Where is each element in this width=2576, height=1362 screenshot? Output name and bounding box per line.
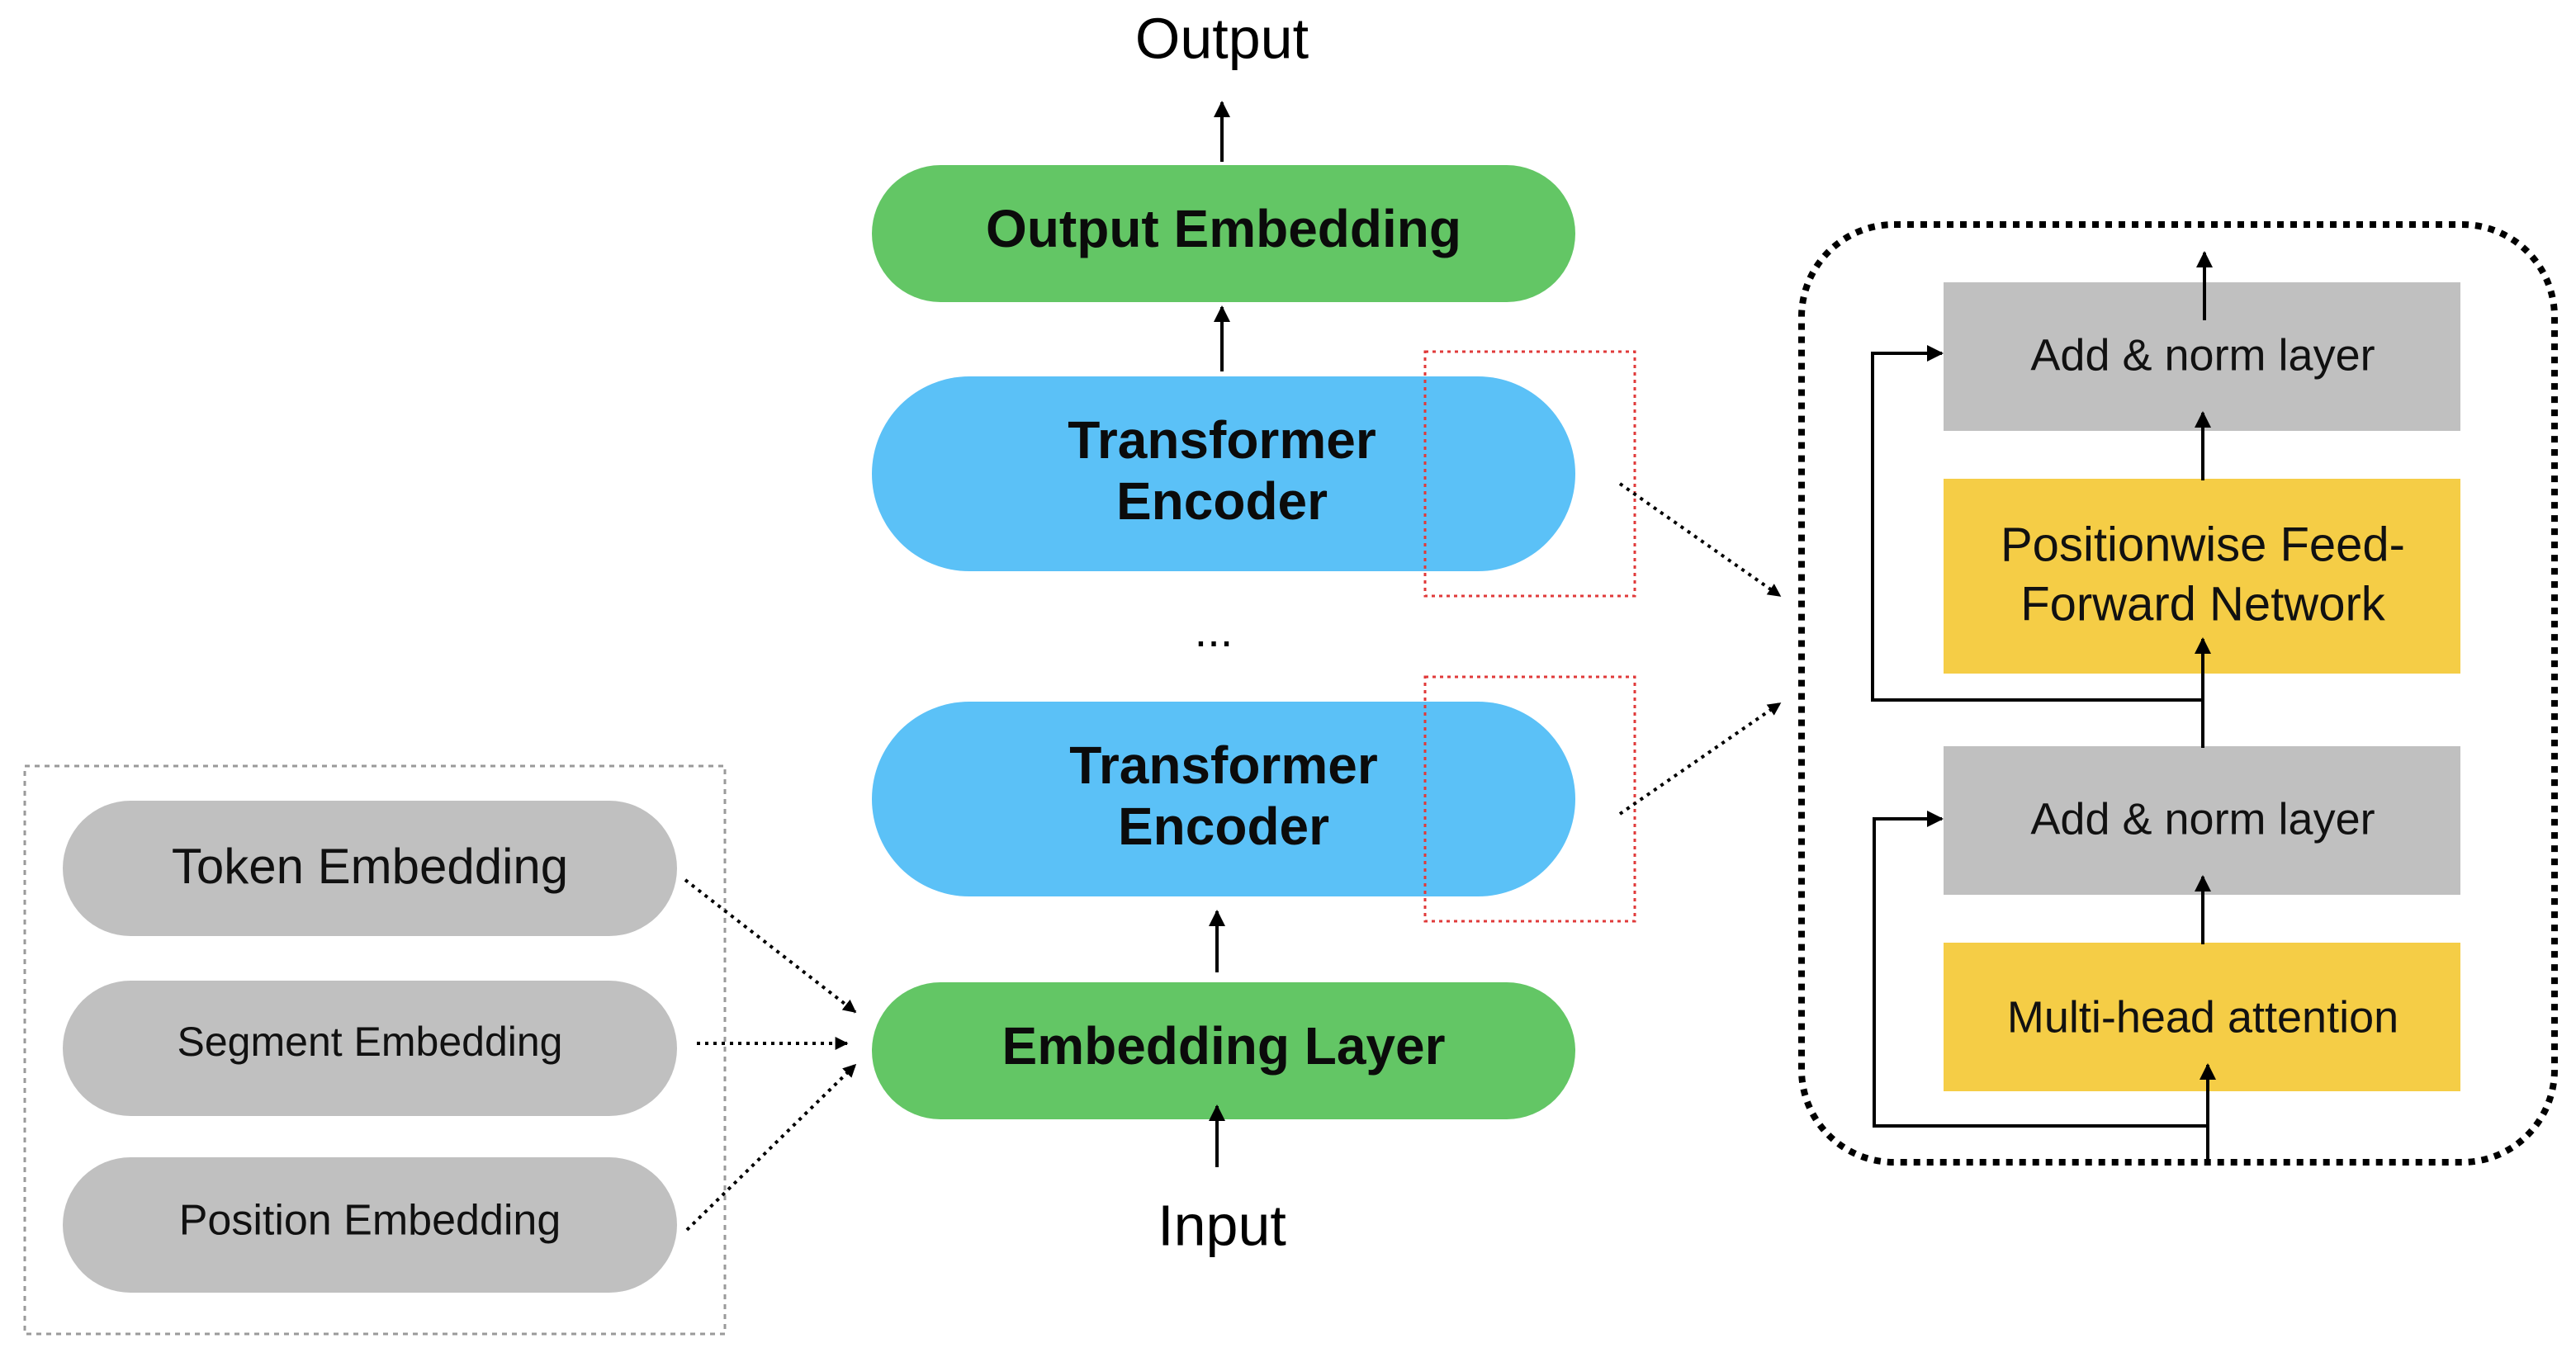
ffn-box: Positionwise Feed- Forward Network [1944, 479, 2460, 674]
encoder-top-highlight [1423, 350, 1636, 598]
segment-embedding-box: Segment Embedding [63, 981, 677, 1116]
token-to-embedding-arrow [684, 878, 857, 1014]
add-norm-bottom-label: Add & norm layer [2030, 794, 2375, 844]
embedding-layer-label: Embedding Layer [1002, 1016, 1446, 1076]
ellipsis-label: ... [1195, 604, 1234, 656]
encoder-top-line2: Encoder [1116, 471, 1328, 531]
residual-connection-top [1871, 345, 2203, 702]
transformer-encoder-top: Transformer Encoder [872, 376, 1575, 571]
input-embeddings-panel [23, 764, 727, 1336]
encoder-bottom-highlight [1423, 675, 1636, 923]
segment-embedding-label: Segment Embedding [178, 1019, 563, 1065]
input-label: Input [1158, 1193, 1286, 1257]
output-embedding-box: Output Embedding [872, 165, 1575, 302]
encoder-bottom-line1: Transformer [1069, 735, 1377, 795]
add-norm-top-label: Add & norm layer [2030, 330, 2375, 380]
encoder-top-detail-arrow [1618, 482, 1782, 598]
add-norm-bottom-box: Add & norm layer [1944, 746, 2460, 895]
multi-head-attention-label: Multi-head attention [2007, 992, 2398, 1042]
transformer-encoder-bottom: Transformer Encoder [872, 702, 1575, 896]
encoder-bottom-line2: Encoder [1118, 797, 1329, 856]
encoder-top-line1: Transformer [1068, 410, 1376, 470]
add-norm-top-box: Add & norm layer [1944, 282, 2460, 431]
residual-connection-bottom [1873, 811, 2208, 1128]
position-embedding-label: Position Embedding [179, 1197, 561, 1245]
ffn-line2: Forward Network [2020, 577, 2386, 631]
token-embedding-box: Token Embedding [63, 801, 677, 936]
multi-head-attention-box: Multi-head attention [1944, 943, 2460, 1091]
position-embedding-box: Position Embedding [63, 1157, 677, 1293]
encoder-detail-panel [1798, 221, 2558, 1166]
output-label: Output [1135, 6, 1309, 70]
position-to-embedding-arrow [685, 1063, 857, 1232]
token-embedding-label: Token Embedding [172, 839, 568, 894]
embedding-layer-box: Embedding Layer [872, 982, 1575, 1119]
ffn-line1: Positionwise Feed- [2001, 518, 2405, 571]
output-embedding-label: Output Embedding [986, 199, 1461, 258]
encoder-bottom-detail-arrow [1618, 702, 1782, 816]
